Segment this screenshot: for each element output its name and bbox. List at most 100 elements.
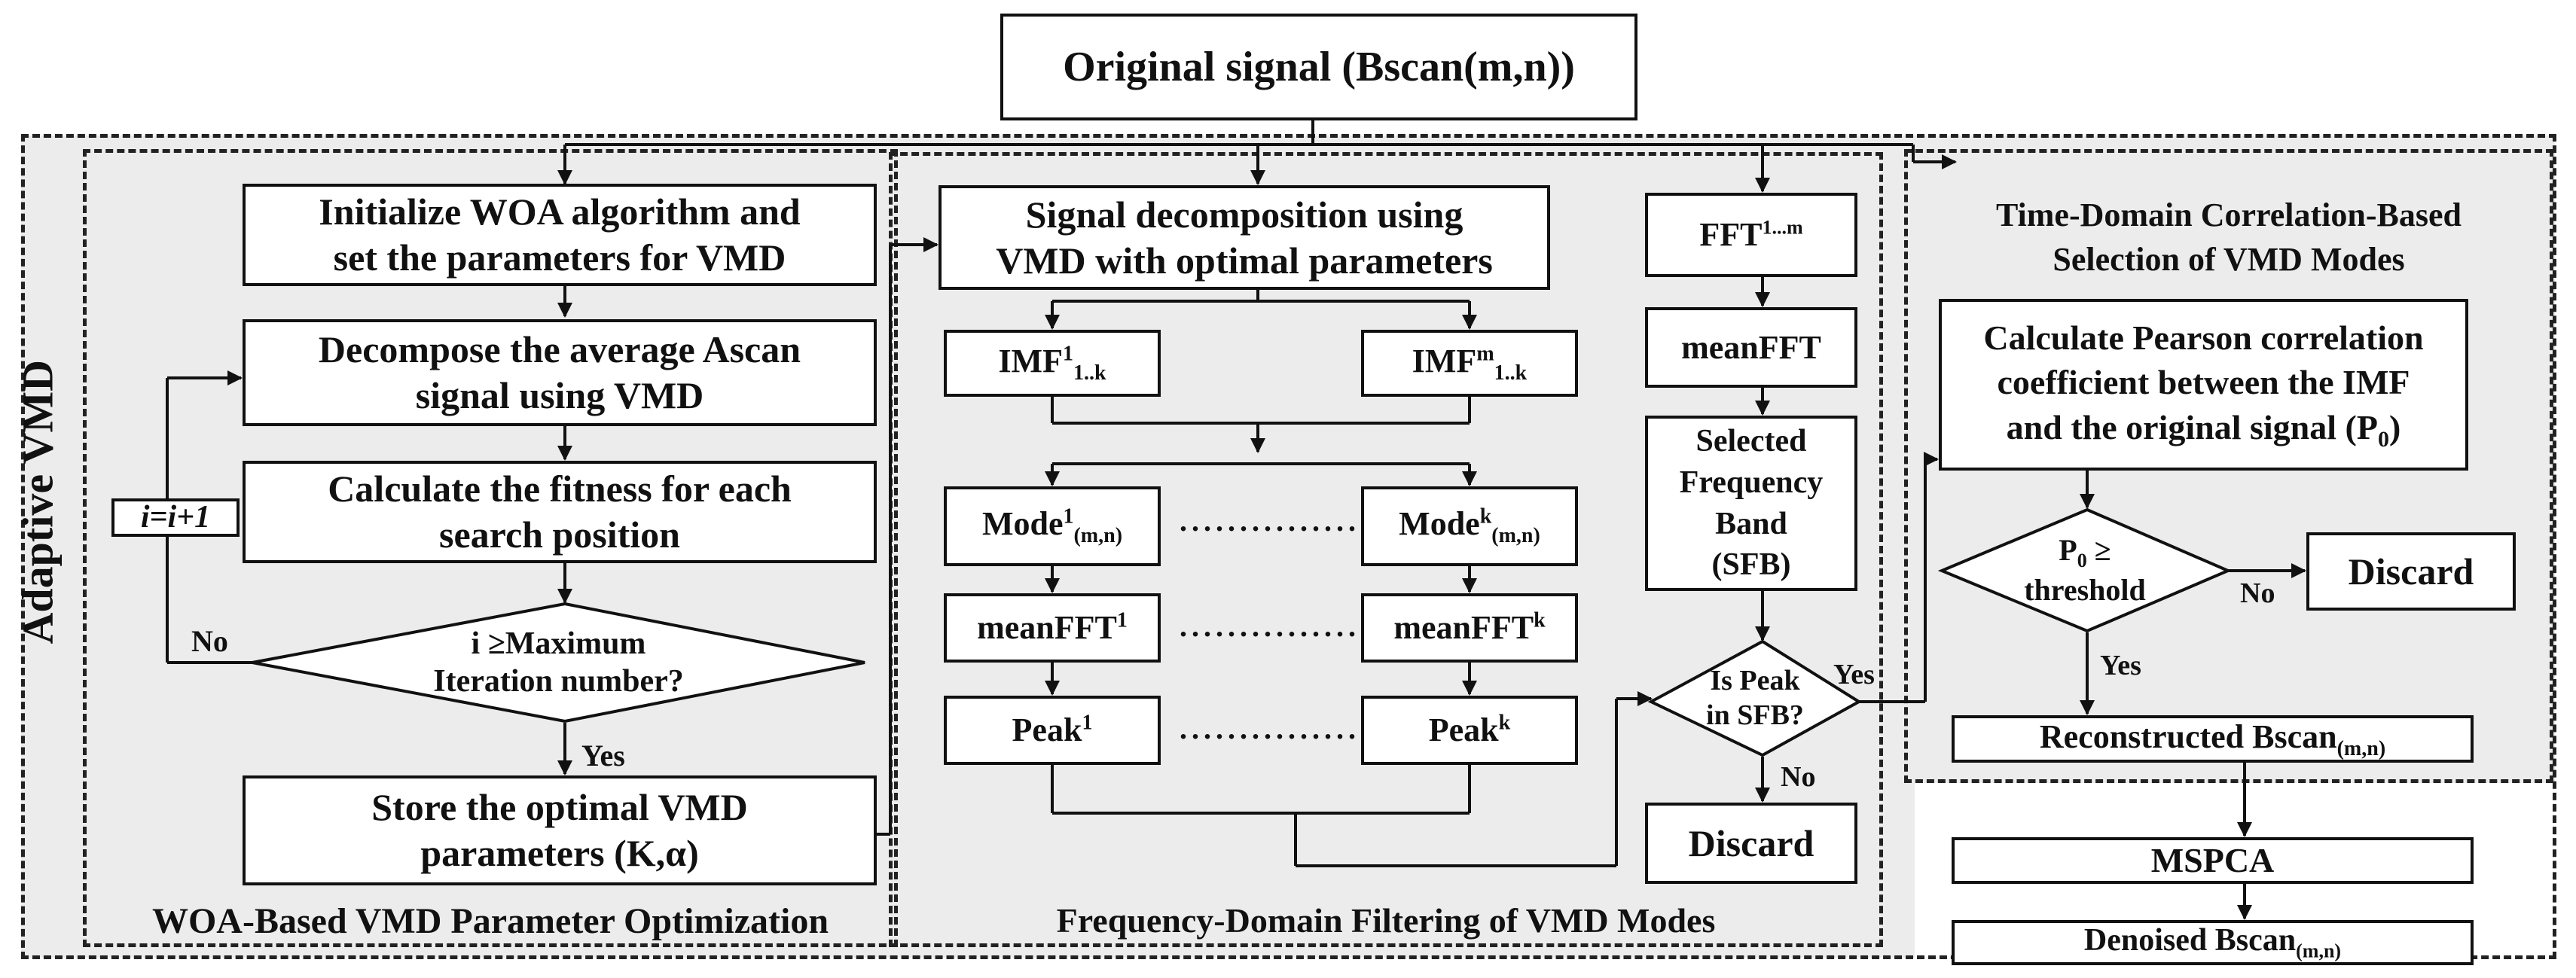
freq-discard-label: Discard xyxy=(1688,821,1814,864)
time-discard-label: Discard xyxy=(2348,550,2474,593)
imf-right-sub: 1..k xyxy=(1494,361,1528,385)
original-signal-label: Original signal (Bscan(m,n)) xyxy=(1063,43,1575,90)
time-discard-box: Discard xyxy=(2306,532,2516,611)
imf-left-box: IMF11..k xyxy=(944,330,1161,397)
p0-geq: ≥ xyxy=(2086,532,2111,567)
time-domain-title-line-2: Selection of VMD Modes xyxy=(2053,241,2405,279)
signal-decomposition-line-2: VMD with optimal parameters xyxy=(996,239,1493,282)
pearson-line-1: Calculate Pearson correlation xyxy=(1983,318,2424,357)
reconstructed-box: Reconstructed Bscan(m,n) xyxy=(1952,715,2474,763)
reconstructed-label: Reconstructed Bscan xyxy=(2039,718,2337,755)
sfb-line-4: (SFB) xyxy=(1711,547,1791,583)
mode-right-sub: (m,n) xyxy=(1491,523,1540,547)
init-woa-line-2: set the parameters for VMD xyxy=(333,236,786,279)
time-yes-label: Yes xyxy=(2100,650,2141,681)
mode-left-sub: (m,n) xyxy=(1073,523,1123,547)
peak-q-line-2: in SFB? xyxy=(1706,699,1804,731)
peak-right-label: Peak xyxy=(1428,711,1499,749)
init-woa-line-1: Initialize WOA algorithm and xyxy=(319,190,801,233)
imf-left-label: IMF xyxy=(998,342,1063,379)
pearson-line-3: and the original signal (P xyxy=(2006,408,2378,447)
time-no-label: No xyxy=(2240,577,2275,609)
fitness-line-1: Calculate the fitness for each xyxy=(328,468,792,510)
meanfft-dots: ............... xyxy=(1180,609,1360,643)
meanfft-right-sup: k xyxy=(1534,608,1546,632)
meanfft-left-sup: 1 xyxy=(1116,608,1128,632)
imf-right-label: IMF xyxy=(1412,342,1477,379)
imf-right-sup: m xyxy=(1476,341,1494,365)
imf-left-sub: 1..k xyxy=(1073,361,1106,385)
imf-right-box: IMFm1..k xyxy=(1361,330,1578,397)
sfb-line-2: Frequency xyxy=(1679,465,1824,500)
time-domain-region xyxy=(1904,149,2553,783)
pearson-line-2: coefficient between the IMF xyxy=(1997,363,2410,402)
iteration-decision-line-2: Iteration number? xyxy=(433,664,684,699)
mspca-label: MSPCA xyxy=(2150,840,2275,879)
fft-label: FFT xyxy=(1699,216,1763,254)
woa-caption: WOA-Based VMD Parameter Optimization xyxy=(151,901,829,941)
denoised-sub: (m,n) xyxy=(2296,940,2342,962)
store-line-1: Store the optimal VMD xyxy=(371,786,748,828)
freq-yes-label: Yes xyxy=(1833,659,1875,690)
woa-no-label: No xyxy=(191,624,228,658)
pearson-line-3-end: ) xyxy=(2388,408,2401,447)
fft-box: FFT1...m xyxy=(1645,193,1857,277)
fft-sup: 1...m xyxy=(1762,216,1803,239)
fitness-line-2: search position xyxy=(439,513,680,556)
original-signal-box: Original signal (Bscan(m,n)) xyxy=(1000,14,1637,120)
meanfft-right-box: meanFFTk xyxy=(1361,593,1578,663)
meanfft-right-label: meanFFT xyxy=(1393,609,1534,647)
mode-right-label: Mode xyxy=(1399,505,1480,543)
mode-left-box: Mode1(m,n) xyxy=(944,486,1161,566)
threshold-decision: P0 ≥ threshold xyxy=(1942,510,2228,631)
imf-left-sup: 1 xyxy=(1062,341,1073,365)
freq-no-label: No xyxy=(1781,761,1816,793)
mode-right-sup: k xyxy=(1479,504,1492,529)
store-line-2: parameters (K,α) xyxy=(420,832,699,874)
time-domain-title-line-1: Time-Domain Correlation-Based xyxy=(1996,197,2462,233)
time-domain-title: Time-Domain Correlation-Based Selection … xyxy=(1909,193,2549,282)
p0-sub: 0 xyxy=(2077,549,2087,571)
pearson-box: Calculate Pearson correlation coefficien… xyxy=(1939,299,2468,471)
adaptive-vmd-region xyxy=(21,134,2556,959)
woa-yes-label: Yes xyxy=(581,739,625,772)
decompose-ascan-line-1: Decompose the average Ascan xyxy=(318,328,801,370)
peak-dots: ............... xyxy=(1180,711,1360,745)
peak-left-label: Peak xyxy=(1012,711,1082,749)
sfb-line-3: Band xyxy=(1715,506,1787,541)
pearson-line-3-sub: 0 xyxy=(2377,427,2389,452)
mode-left-sup: 1 xyxy=(1063,504,1074,529)
decompose-ascan-line-2: signal using VMD xyxy=(415,374,704,416)
iteration-decision-line-1: i ≥Maximum xyxy=(471,626,646,661)
peak-q-line-1: Is Peak xyxy=(1710,664,1800,696)
meanfft-left-box: meanFFT1 xyxy=(944,593,1161,663)
adaptive-vmd-label: Adaptive VMD xyxy=(13,359,63,644)
peak-right-box: Peakk xyxy=(1361,696,1578,765)
meanfft-left-label: meanFFT xyxy=(977,609,1117,647)
p0-label: P xyxy=(2059,532,2077,567)
woa-region xyxy=(83,149,898,947)
mode-dots: ............... xyxy=(1180,504,1360,538)
freq-discard-box: Discard xyxy=(1645,803,1857,884)
reconstructed-sub: (m,n) xyxy=(2336,736,2386,760)
increment-label: i=i+1 xyxy=(140,499,211,535)
denoised-box: Denoised Bscan(m,n) xyxy=(1952,920,2474,965)
signal-decomposition-line-1: Signal decomposition using xyxy=(1025,193,1463,236)
mode-right-box: Modek(m,n) xyxy=(1361,486,1578,566)
frequency-caption: Frequency-Domain Filtering of VMD Modes xyxy=(1056,901,1716,940)
denoised-label: Denoised Bscan xyxy=(2083,923,2297,958)
peak-left-sup: 1 xyxy=(1082,711,1093,735)
mode-left-label: Mode xyxy=(981,505,1064,543)
mspca-box: MSPCA xyxy=(1952,837,2474,884)
increment-box: i=i+1 xyxy=(111,498,240,537)
peak-left-box: Peak1 xyxy=(944,696,1161,765)
